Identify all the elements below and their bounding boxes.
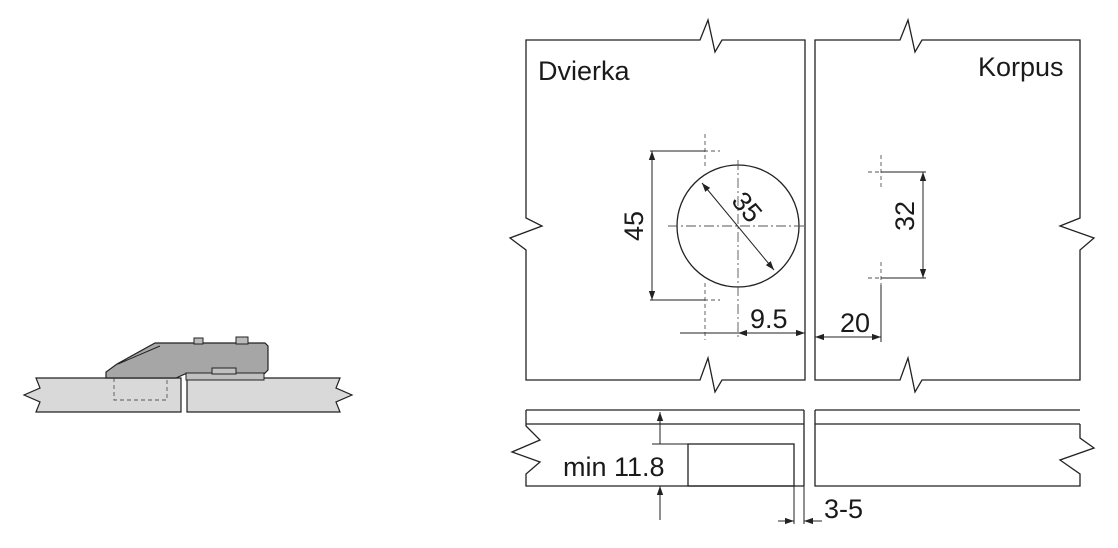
door-section <box>510 409 805 487</box>
dim-3-5-label: 3-5 <box>824 494 863 524</box>
dim-9-5-label: 9.5 <box>750 304 788 334</box>
door-panel-side <box>22 377 182 413</box>
dim-32-label: 32 <box>890 201 920 231</box>
dim-35-label: 35 <box>726 186 768 228</box>
hinge-side-view <box>22 336 354 413</box>
cabinet-label: Korpus <box>978 52 1064 82</box>
hinge-cup-hidden <box>113 378 168 401</box>
cup-pocket <box>687 443 795 487</box>
cabinet-panel: Korpus 32 20 <box>814 17 1096 394</box>
dim-45-label: 45 <box>619 211 649 241</box>
hinge-screw <box>235 336 249 345</box>
dim-11-8-label: min 11.8 <box>563 452 665 482</box>
mounting-plate-clip <box>211 367 237 375</box>
dim-20-label: 20 <box>840 308 870 338</box>
cabinet-section <box>814 409 1096 487</box>
door-label: Dvierka <box>538 56 631 86</box>
dim-line-35 <box>701 182 775 271</box>
hinge-screw <box>193 337 204 345</box>
door-panel: Dvierka 45 35 9.5 <box>508 17 806 394</box>
section-view: min 11.8 3-5 <box>510 409 1096 525</box>
cabinet-panel-side <box>186 377 354 413</box>
hinge-arm-edge <box>117 345 161 365</box>
